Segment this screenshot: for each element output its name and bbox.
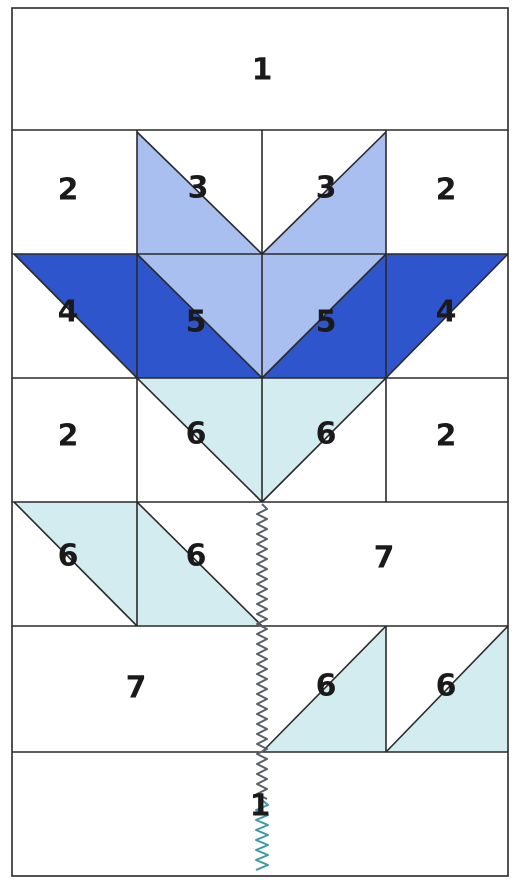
- label-side-upper-right: 2: [436, 173, 457, 208]
- label-side-lower-right: 2: [436, 419, 457, 454]
- label-leaf-right-outer: 6: [436, 669, 457, 704]
- label-bottom-border: 1: [250, 789, 271, 824]
- label-leaf-left-outer: 6: [58, 539, 79, 574]
- label-background-left: 7: [126, 671, 147, 706]
- label-leaf-right-inner: 6: [316, 669, 337, 704]
- label-background-right: 7: [374, 541, 395, 576]
- label-side-upper-left: 2: [58, 173, 79, 208]
- label-top-border: 1: [252, 53, 273, 88]
- label-side-lower-left: 2: [58, 419, 79, 454]
- label-petal-upper-left: 3: [188, 171, 209, 206]
- label-flower-left-inner: 5: [186, 305, 207, 340]
- label-flower-left-outer: 4: [58, 295, 79, 330]
- label-petal-upper-right: 3: [316, 171, 337, 206]
- label-calyx-left: 6: [186, 417, 207, 452]
- label-flower-right-inner: 5: [316, 305, 337, 340]
- label-leaf-left-inner: 6: [186, 539, 207, 574]
- label-flower-right-outer: 4: [436, 295, 457, 330]
- label-calyx-right: 6: [316, 417, 337, 452]
